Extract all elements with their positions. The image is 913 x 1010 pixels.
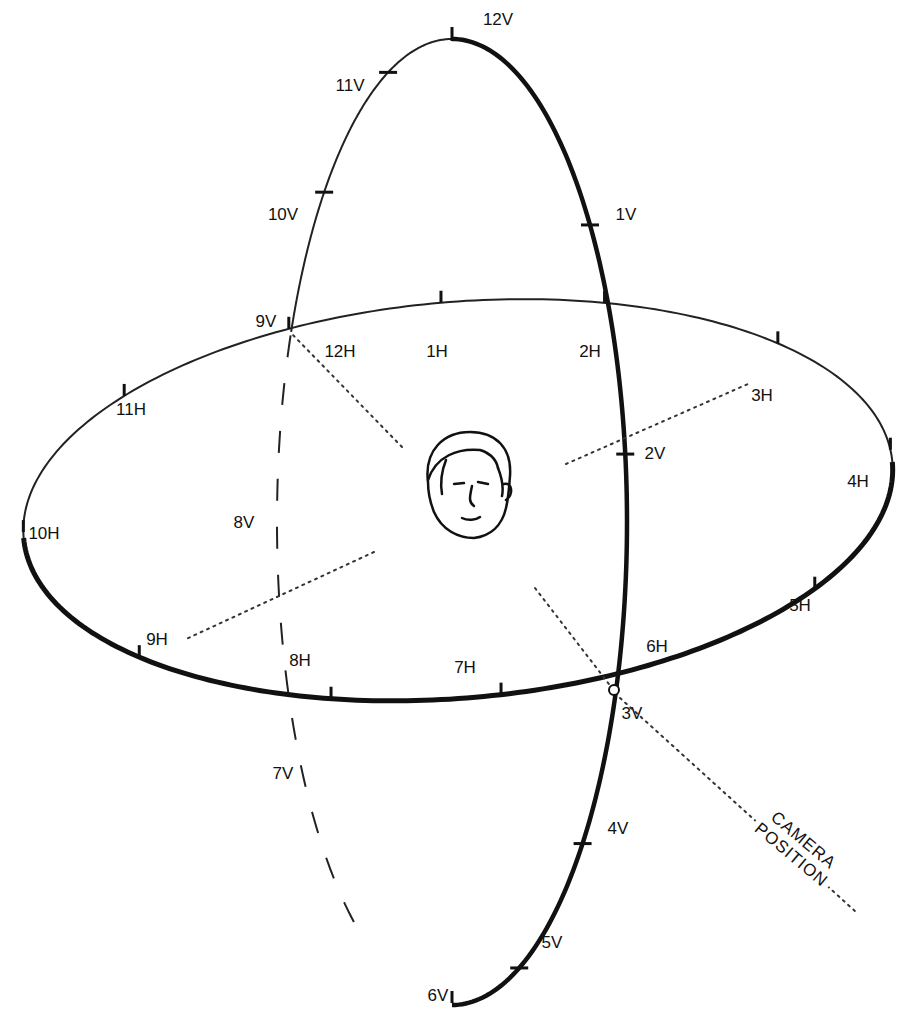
position-label: 7V xyxy=(273,765,294,784)
position-label: 3H xyxy=(751,387,773,406)
vertical-ring-back xyxy=(291,39,452,332)
hair-line xyxy=(428,450,498,480)
nose xyxy=(470,486,474,506)
camera-label: CAMERA POSITION xyxy=(747,801,847,894)
position-label: 5V xyxy=(542,934,563,953)
position-label: 12V xyxy=(483,11,513,30)
tick-mark xyxy=(22,520,25,532)
tick-mark xyxy=(889,438,892,450)
sight-line xyxy=(620,698,856,912)
tick-mark xyxy=(776,331,779,343)
tick-mark xyxy=(510,966,528,969)
position-label: 4H xyxy=(847,473,869,492)
tick-mark xyxy=(574,842,592,845)
position-label: 9V xyxy=(256,313,277,332)
sight-line xyxy=(292,334,402,447)
position-label: 9H xyxy=(146,631,168,650)
horizontal-ring-front xyxy=(24,462,893,701)
position-label: 3V xyxy=(622,705,643,724)
position-label: 1V xyxy=(616,206,637,225)
tick-mark xyxy=(813,577,816,589)
tick-mark xyxy=(123,384,126,396)
head-outline xyxy=(427,432,510,538)
sight-line xyxy=(184,552,374,640)
vertical-ring-hidden xyxy=(277,332,354,922)
tick-mark xyxy=(330,687,333,699)
hair-line xyxy=(441,460,446,494)
tick-mark xyxy=(500,683,503,695)
position-label: 2V xyxy=(645,445,666,464)
sight-line xyxy=(535,588,612,688)
tick-mark xyxy=(287,317,290,329)
ear xyxy=(498,468,511,500)
position-label: 6H xyxy=(646,638,668,657)
position-label: 8V xyxy=(234,514,255,533)
mouth xyxy=(462,517,480,520)
eyes xyxy=(454,482,488,484)
horizontal-ring-back xyxy=(23,299,892,538)
tick-mark xyxy=(138,645,141,657)
position-label: 10H xyxy=(28,525,59,544)
position-label: 11H xyxy=(116,401,146,420)
position-label: 1H xyxy=(426,343,448,362)
position-label: 4V xyxy=(608,820,629,839)
tick-mark xyxy=(451,991,454,1003)
position-label: 5H xyxy=(789,597,811,616)
position-label: 10V xyxy=(268,206,298,225)
camera-point xyxy=(609,685,619,695)
position-label: 11V xyxy=(336,77,365,96)
position-label: 7H xyxy=(454,659,476,678)
tick-mark xyxy=(451,27,454,41)
position-label: 2H xyxy=(579,343,601,362)
tick-mark xyxy=(315,191,333,194)
tick-mark xyxy=(439,291,442,303)
head-drawing xyxy=(427,432,511,538)
position-label: 8H xyxy=(289,652,311,671)
sphere-lines xyxy=(23,27,892,1005)
sight-line xyxy=(566,384,748,464)
position-label: 6V xyxy=(428,987,449,1006)
tick-mark xyxy=(581,223,599,226)
tick-mark xyxy=(603,291,606,303)
vertical-ring-front xyxy=(452,39,627,1005)
tick-mark xyxy=(379,71,397,74)
position-label: 12H xyxy=(324,343,355,362)
tick-mark xyxy=(616,453,634,456)
